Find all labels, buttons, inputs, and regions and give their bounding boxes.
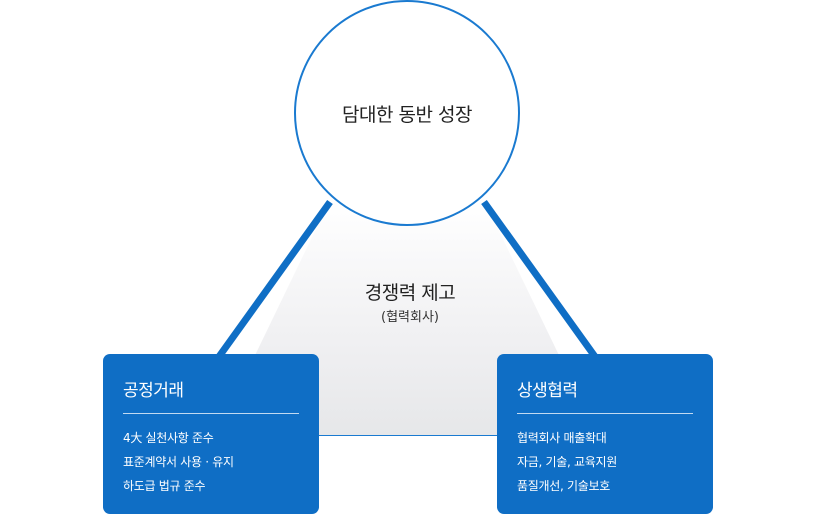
left-edge-line — [215, 199, 333, 361]
fair-trade-box: 공정거래 4大 실천사항 준수 표준계약서 사용 · 유지 하도급 법규 준수 — [103, 354, 319, 514]
list-item: 협력회사 매출확대 — [517, 431, 607, 445]
cooperation-list: 협력회사 매출확대 자금, 기술, 교육지원 품질개선, 기술보호 — [517, 426, 693, 498]
growth-circle: 담대한 동반 성장 — [294, 0, 520, 226]
cooperation-box: 상생협력 협력회사 매출확대 자금, 기술, 교육지원 품질개선, 기술보호 — [497, 354, 713, 514]
fair-trade-title: 공정거래 — [123, 376, 299, 414]
list-item: 4大 실천사항 준수 — [123, 431, 214, 445]
fair-trade-list: 4大 실천사항 준수 표준계약서 사용 · 유지 하도급 법규 준수 — [123, 426, 299, 498]
cooperation-title: 상생협력 — [517, 376, 693, 414]
right-edge-line — [481, 199, 599, 361]
list-item: 하도급 법규 준수 — [123, 479, 206, 493]
list-item: 자금, 기술, 교육지원 — [517, 455, 617, 469]
center-title: 경쟁력 제고 — [364, 282, 456, 304]
list-item: 표준계약서 사용 · 유지 — [123, 455, 234, 469]
list-item: 품질개선, 기술보호 — [517, 479, 610, 493]
center-subtitle: (협력회사) — [381, 310, 439, 325]
circle-label: 담대한 동반 성장 — [342, 103, 472, 126]
